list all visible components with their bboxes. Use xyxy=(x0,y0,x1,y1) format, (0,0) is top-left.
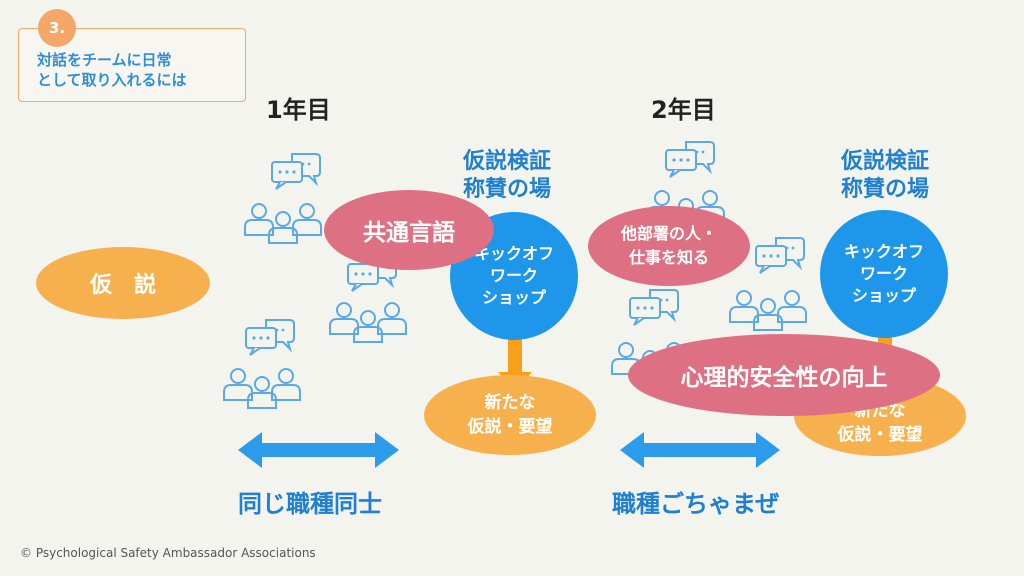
hypothesis-oval: 仮 説 xyxy=(36,247,210,319)
people-group-icon xyxy=(245,153,321,243)
year2-workshop-circle: キックオフ ワーク ショップ xyxy=(820,210,948,338)
double-arrow-icon xyxy=(620,432,780,468)
other-dept-line2: 仕事を知る xyxy=(628,248,709,267)
year2-bottom-label: 職種ごちゃまぜ xyxy=(612,490,780,518)
psych-safety-oval: 心理的安全性の向上 xyxy=(628,334,940,416)
topic-box: 対話をチームに日常 として取り入れるには xyxy=(18,28,246,102)
year1-venue-line2: 称賛の場 xyxy=(462,177,551,202)
year1-workshop-line2: ワーク xyxy=(489,266,538,285)
double-arrow-icon xyxy=(238,432,399,468)
common-language-label: 共通言語 xyxy=(363,220,455,246)
year2-venue-line2: 称賛の場 xyxy=(840,177,929,202)
year2-result-oval: 新たな 仮説・要望 xyxy=(794,376,966,456)
year1-bottom-label: 同じ職種同士 xyxy=(238,490,382,518)
year2-venue-line1: 仮説検証 xyxy=(840,149,929,174)
year2-heading: 2年目 xyxy=(651,96,716,124)
year1-venue-line1: 仮説検証 xyxy=(462,149,551,174)
copyright-text: © Psychological Safety Ambassador Associ… xyxy=(20,546,316,560)
topic-line-1: 対話をチームに日常 xyxy=(37,51,172,69)
common-language-oval: 共通言語 xyxy=(324,190,494,270)
year2-workshop-line2: ワーク xyxy=(859,264,908,283)
year2-workshop-line3: ショップ xyxy=(851,286,916,305)
year1-result-line2: 仮説・要望 xyxy=(467,417,553,437)
other-dept-line1: 他部署の人・ xyxy=(620,224,717,243)
year1-venue-title: 仮説検証 称賛の場 xyxy=(447,148,567,204)
year1-result-line1: 新たな xyxy=(484,393,536,413)
year1-heading: 1年目 xyxy=(266,96,331,124)
slide-number-badge: 3. xyxy=(38,9,76,47)
topic-line-2: として取り入れるには xyxy=(37,71,187,89)
year1-workshop-line3: ショップ xyxy=(481,288,546,307)
other-dept-oval: 他部署の人・ 仕事を知る xyxy=(588,206,750,286)
year2-workshop-line1: キックオフ xyxy=(843,242,924,261)
people-group-icon xyxy=(224,319,300,408)
hypothesis-label: 仮 説 xyxy=(89,273,156,298)
psych-safety-label: 心理的安全性の向上 xyxy=(680,365,888,391)
year2-result-line2: 仮説・要望 xyxy=(837,425,923,445)
year1-workshop-line1: キックオフ xyxy=(473,244,554,263)
year1-result-oval: 新たな 仮説・要望 xyxy=(424,375,596,455)
year2-venue-title: 仮説検証 称賛の場 xyxy=(820,148,950,204)
